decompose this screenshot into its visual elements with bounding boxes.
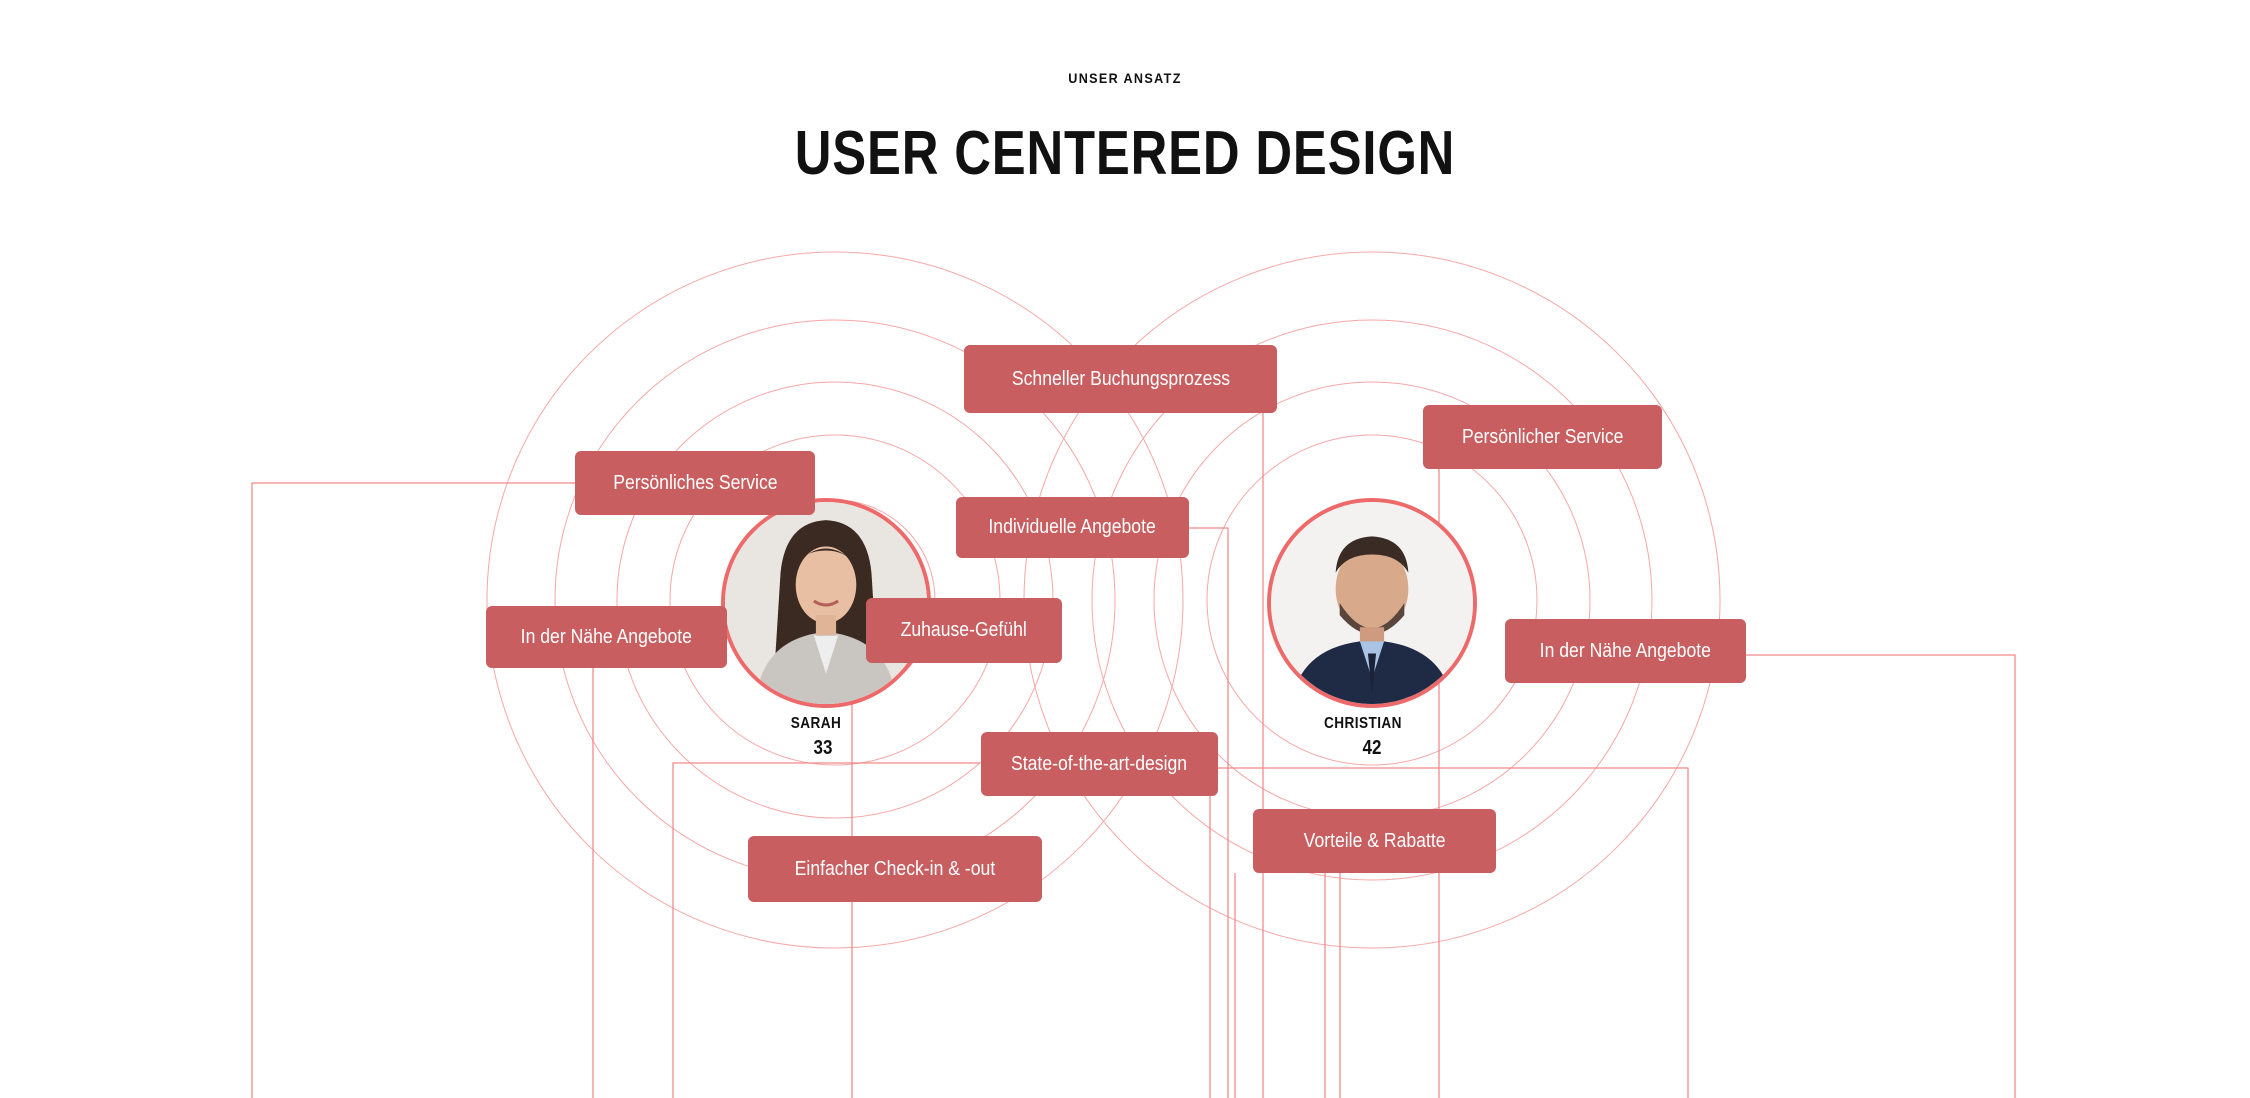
christian-ring-2 — [1206, 434, 1538, 766]
chip-in-der-naehe-angebote-left[interactable]: In der Nähe Angebote — [486, 606, 727, 668]
chip-label: Schneller Buchungsprozess — [1011, 367, 1230, 390]
connector-line — [251, 482, 575, 1098]
chip-persoenliches-service[interactable]: Persönliches Service — [575, 451, 815, 515]
chip-label: Einfacher Check-in & -out — [794, 857, 996, 880]
chip-label: In der Nähe Angebote — [1539, 639, 1712, 662]
chip-persoenlicher-service[interactable]: Persönlicher Service — [1423, 405, 1662, 469]
chip-label: Persönlicher Service — [1461, 425, 1624, 448]
persona-name-sarah: SARAH — [790, 715, 842, 732]
chip-in-der-naehe-angebote-right[interactable]: In der Nähe Angebote — [1505, 619, 1746, 683]
connector-line — [1185, 527, 1229, 1098]
chip-einfacher-checkin-checkout[interactable]: Einfacher Check-in & -out — [748, 836, 1042, 902]
connector-line — [1217, 767, 1689, 1098]
chip-state-of-the-art-design[interactable]: State-of-the-art-design — [981, 732, 1218, 796]
chip-label: Persönliches Service — [612, 471, 778, 494]
connector-line — [1745, 654, 2016, 1098]
chip-label: State-of-the-art-design — [1011, 752, 1188, 775]
chip-zuhause-gefuehl[interactable]: Zuhause-Gefühl — [866, 598, 1062, 663]
section-eyebrow: UNSER ANSATZ — [1068, 70, 1182, 86]
persona-age-christian: 42 — [1362, 737, 1382, 759]
connector-line — [672, 762, 980, 1098]
connector-line — [1040, 759, 1211, 1098]
man-portrait-icon — [1271, 502, 1473, 704]
section-title: USER CENTERED DESIGN — [794, 119, 1456, 188]
persona-age-sarah: 33 — [813, 737, 833, 759]
chip-label: Individuelle Angebote — [988, 516, 1157, 538]
avatar-christian — [1267, 498, 1477, 708]
chip-label: Zuhause-Gefühl — [900, 619, 1028, 641]
persona-name-christian: CHRISTIAN — [1324, 715, 1402, 732]
chip-label: Vorteile & Rabatte — [1303, 829, 1446, 852]
chip-label: In der Nähe Angebote — [520, 625, 693, 648]
chip-vorteile-rabatte[interactable]: Vorteile & Rabatte — [1253, 809, 1496, 873]
chip-schneller-buchungsprozess[interactable]: Schneller Buchungsprozess — [964, 345, 1277, 413]
sarah-ring-5 — [486, 251, 1184, 949]
chip-individuelle-angebote[interactable]: Individuelle Angebote — [956, 497, 1189, 558]
christian-ring-4 — [1091, 319, 1653, 881]
